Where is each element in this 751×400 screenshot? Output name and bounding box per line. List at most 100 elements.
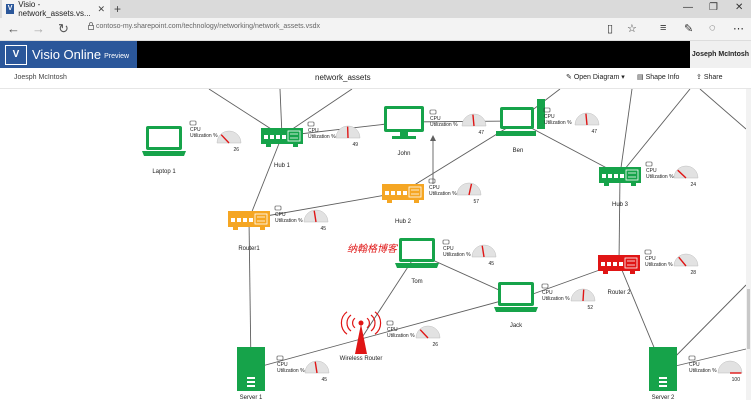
device-label: Wireless Router: [340, 356, 383, 362]
more-icon[interactable]: ⋯: [733, 23, 744, 35]
favorite-star-icon[interactable]: ☆: [627, 23, 637, 35]
utilization-gauge: 57: [456, 182, 482, 205]
cpu-label: CPU: [646, 168, 657, 174]
utilization-value: 26: [432, 342, 438, 348]
web-note-icon[interactable]: ✎: [684, 23, 694, 35]
utilization-value: 49: [352, 142, 358, 148]
cpu-label: CPU: [387, 327, 398, 333]
utilization-gauge: 49: [335, 125, 361, 148]
utilization-value: 52: [587, 305, 593, 311]
shape-info-label: Shape Info: [645, 74, 680, 81]
network-link: [619, 89, 691, 176]
minimize-icon[interactable]: —: [683, 2, 693, 13]
close-window-icon[interactable]: ✕: [735, 2, 744, 13]
browser-tab[interactable]: V Visio - network_assets.vs... ✕: [2, 0, 110, 18]
network-link: [248, 191, 404, 220]
browser-tab-bar: V Visio - network_assets.vs... ✕ + — ❐ ✕: [0, 0, 751, 18]
utilization-label: Utilization %: [443, 252, 471, 258]
share-browser-icon[interactable]: ◌: [709, 22, 716, 34]
app-subtitle: Preview: [104, 53, 130, 60]
visio-brand[interactable]: V Visio Online Preview: [0, 41, 137, 68]
utilization-label: Utilization %: [190, 133, 218, 139]
utilization-label: Utilization %: [689, 368, 717, 374]
close-tab-icon[interactable]: ✕: [97, 3, 105, 14]
share-button[interactable]: ⇪ Share: [696, 73, 723, 81]
network-link: [618, 174, 621, 264]
forward-icon[interactable]: →: [32, 21, 45, 36]
wireless-router-icon: [355, 324, 367, 354]
cpu-label: CPU: [645, 256, 656, 262]
network-link: [360, 296, 517, 340]
device-label: Hub 2: [395, 219, 412, 225]
utilization-gauge: 26: [216, 130, 242, 153]
utilization-gauge: 52: [570, 288, 596, 311]
utilization-value: 26: [233, 147, 239, 153]
scrollbar-thumb[interactable]: [747, 289, 750, 349]
author-name[interactable]: Joesph McIntosh: [14, 74, 67, 81]
back-icon[interactable]: ←: [7, 21, 20, 36]
document-title: network_assets: [315, 73, 371, 82]
cpu-label: CPU: [689, 362, 700, 368]
utilization-gauge: 45: [304, 360, 330, 383]
utilization-value: 28: [690, 270, 696, 276]
browser-tab-title: Visio - network_assets.vs...: [18, 0, 91, 18]
refresh-icon[interactable]: ↻: [58, 21, 69, 36]
device-label: Laptop 1: [152, 169, 176, 175]
network-link: [699, 89, 747, 130]
device-label: Router 2: [607, 290, 631, 296]
scrollbar[interactable]: [746, 89, 751, 400]
restore-icon[interactable]: ❐: [709, 2, 718, 13]
utilization-label: Utilization %: [429, 191, 457, 197]
device-label: Jack: [510, 323, 523, 329]
gauge-needle: [314, 361, 318, 374]
data-graphic-icon: [276, 355, 284, 361]
command-bar: Joesph McIntosh network_assets ✎ Open Di…: [0, 68, 751, 89]
cpu-label: CPU: [275, 212, 286, 218]
gauge-needle: [678, 256, 687, 267]
utilization-value: 45: [320, 226, 326, 232]
utilization-label: Utilization %: [646, 174, 674, 180]
data-graphic-icon: [428, 178, 436, 184]
utilization-gauge: 45: [471, 244, 497, 267]
shape-info-button[interactable]: ▤ Shape Info: [637, 73, 679, 81]
hub-menu-icon[interactable]: ≡: [660, 22, 667, 34]
utilization-gauge: 45: [303, 209, 329, 232]
utilization-gauge: 24: [673, 165, 699, 188]
utilization-value: 100: [732, 377, 741, 383]
utilization-gauge: 100: [717, 360, 743, 383]
new-tab-icon[interactable]: +: [114, 2, 122, 16]
device-label: Router1: [238, 246, 260, 252]
lock-icon: [88, 22, 94, 30]
app-header: V Visio Online Preview Joseph McIntosh: [0, 41, 751, 68]
address-bar[interactable]: contoso-my.sharepoint.com/technology/net…: [96, 23, 320, 30]
reading-view-icon[interactable]: ▯: [607, 23, 614, 35]
utilization-label: Utilization %: [430, 122, 458, 128]
utilization-label: Utilization %: [645, 262, 673, 268]
device-label: Server 2: [652, 395, 675, 400]
user-account[interactable]: Joseph McIntosh: [690, 41, 751, 68]
data-graphic-icon: [688, 355, 696, 361]
visio-logo-icon: V: [5, 44, 27, 65]
gauge-needle: [220, 134, 230, 144]
cpu-label: CPU: [430, 116, 441, 122]
open-diagram-button[interactable]: ✎ Open Diagram ▾: [566, 73, 625, 81]
gauge-needle: [419, 329, 429, 339]
utilization-value: 24: [690, 182, 696, 188]
server-icon: [649, 347, 677, 391]
gauge-needle: [677, 169, 687, 179]
data-graphic-icon: [442, 239, 450, 245]
